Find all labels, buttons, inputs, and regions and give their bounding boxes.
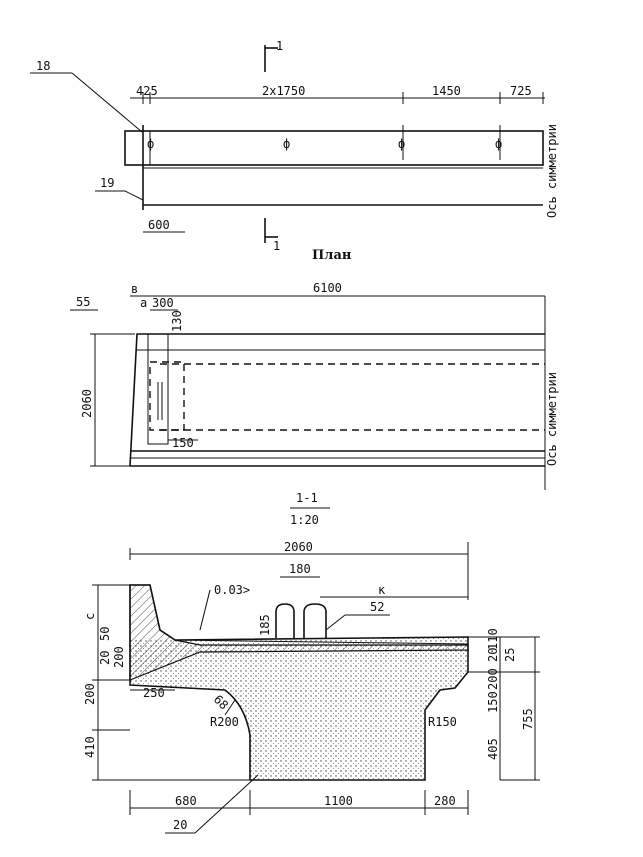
dim-725: 725 bbox=[510, 84, 532, 98]
callout-19: 19 bbox=[100, 176, 114, 190]
anchor-bolt bbox=[303, 603, 327, 638]
dim-280: 280 bbox=[434, 794, 456, 808]
callout-55: 55 bbox=[76, 295, 90, 309]
elevation-view: 55 в а 300 6100 130 2060 150 Ось симметр… bbox=[70, 281, 559, 490]
elevation-axis-label: Ось симметрии bbox=[545, 372, 559, 466]
anchor-bolt bbox=[275, 603, 295, 638]
dim-405: 405 bbox=[486, 738, 500, 760]
section-mark-label-top: 1 bbox=[276, 39, 283, 53]
section-title: 1-1 bbox=[296, 491, 318, 505]
dim-R200: R200 bbox=[210, 715, 239, 729]
anchor-mark: ф bbox=[147, 137, 154, 151]
dim-410: 410 bbox=[83, 736, 97, 758]
plan-axis-label: Ось симметрии bbox=[545, 124, 559, 218]
label-v: в bbox=[131, 282, 138, 296]
label-k: к bbox=[378, 583, 386, 597]
dim-150-elevation: 150 bbox=[172, 436, 194, 450]
dim-180: 180 bbox=[289, 562, 311, 576]
slope-003: 0.03> bbox=[214, 583, 250, 597]
label-a: а bbox=[140, 296, 147, 310]
dim-425: 425 bbox=[136, 84, 158, 98]
dim-200-right: 200 bbox=[486, 668, 500, 690]
dim-110: 110 bbox=[486, 628, 500, 650]
callout-20: 20 bbox=[173, 818, 187, 832]
section-mark-label-bottom: 1 bbox=[273, 239, 280, 253]
callout-52: 52 bbox=[370, 600, 384, 614]
plan-caption: План bbox=[312, 248, 352, 263]
dim-25: 25 bbox=[503, 648, 517, 662]
dim-68: 68 bbox=[211, 692, 231, 712]
section-view: 1-1 1:20 2060 0.03> 180 к 185 52 с bbox=[83, 491, 540, 834]
section-outline bbox=[129, 584, 469, 781]
dim-2060-elevation: 2060 bbox=[80, 389, 94, 418]
dim-600: 600 bbox=[148, 218, 170, 232]
dim-6100: 6100 bbox=[313, 281, 342, 295]
dim-200-b: 200 bbox=[83, 683, 97, 705]
dim-755: 755 bbox=[521, 708, 535, 730]
dim-680: 680 bbox=[175, 794, 197, 808]
dim-1450: 1450 bbox=[432, 84, 461, 98]
dim-R150: R150 bbox=[428, 715, 457, 729]
callout-18-leader bbox=[71, 72, 143, 133]
dim-200-a: 200 bbox=[112, 646, 126, 668]
dim-130: 130 bbox=[170, 310, 184, 332]
dim-250: 250 bbox=[143, 686, 165, 700]
dim-300: 300 bbox=[152, 296, 174, 310]
dim-2060-section: 2060 bbox=[284, 540, 313, 554]
anchor-mark: ф bbox=[398, 137, 405, 151]
callout-18: 18 bbox=[36, 59, 50, 73]
dim-150-right: 150 bbox=[486, 691, 500, 713]
plan-view: 1 18 425 2x1750 1450 725 ф ф ф ф 19 bbox=[30, 39, 559, 263]
dim-50: 50 bbox=[98, 627, 112, 641]
dim-2x1750: 2x1750 bbox=[262, 84, 305, 98]
dim-20-right: 20 bbox=[486, 648, 500, 662]
curb-hatch bbox=[129, 584, 469, 681]
dim-1100: 1100 bbox=[324, 794, 353, 808]
concrete-body bbox=[130, 637, 468, 780]
dim-20-left: 20 bbox=[98, 651, 112, 665]
anchor-mark: ф bbox=[283, 137, 290, 151]
dim-185: 185 bbox=[258, 614, 272, 636]
dim-c: с bbox=[83, 613, 97, 620]
plan-beam-top bbox=[124, 130, 544, 166]
anchor-mark: ф bbox=[495, 137, 502, 151]
section-scale: 1:20 bbox=[290, 513, 319, 527]
